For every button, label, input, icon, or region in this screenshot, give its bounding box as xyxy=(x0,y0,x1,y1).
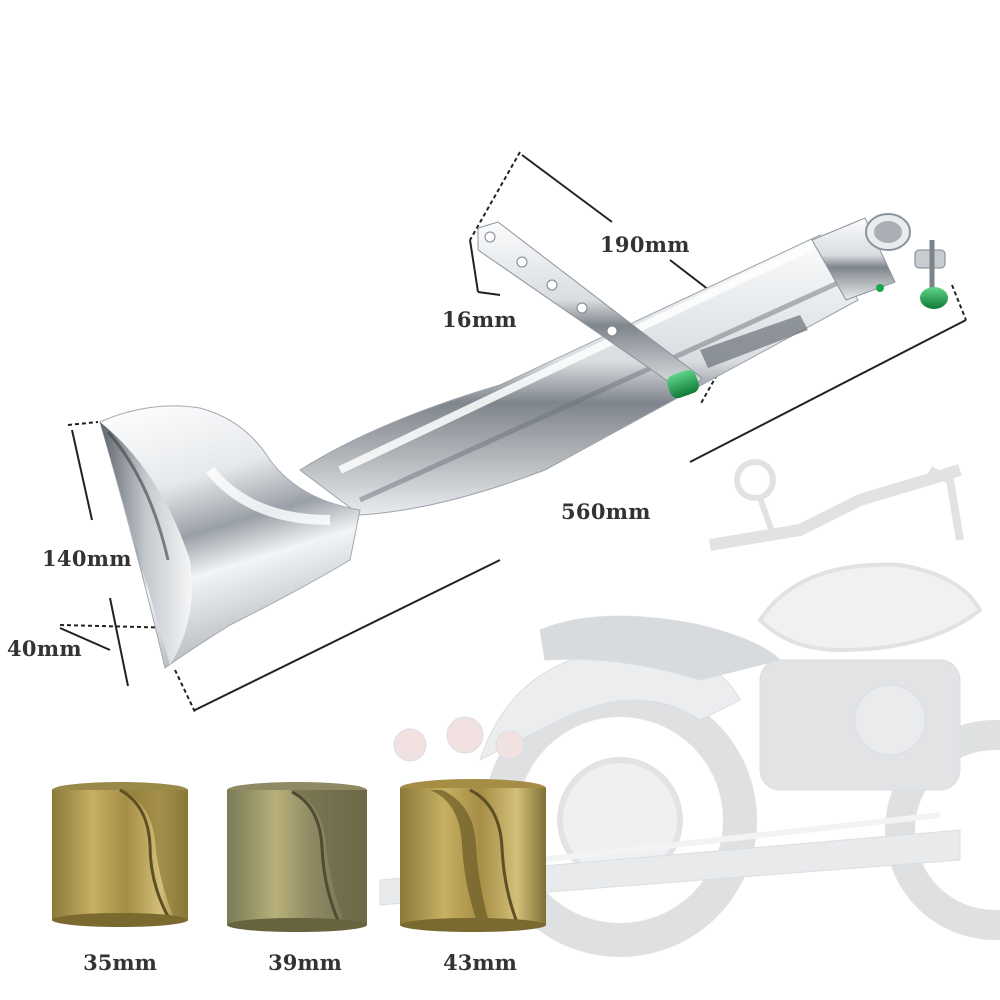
end-cap-green xyxy=(920,287,948,309)
muffler xyxy=(99,213,948,669)
adapter-35mm xyxy=(52,782,188,927)
bracket-length-label: 190mm xyxy=(600,232,690,257)
adapter-43mm xyxy=(400,779,546,932)
mounting-bracket xyxy=(477,221,703,399)
outlet-height-label: 140mm xyxy=(42,546,132,571)
adapter-label-35mm: 35mm xyxy=(83,950,157,975)
outlet-width-label: 40mm xyxy=(7,636,82,661)
adapter-39mm xyxy=(227,782,367,932)
bracket-width-label: 16mm xyxy=(442,307,517,332)
overall-length-label: 560mm xyxy=(561,499,651,524)
adapter-label-39mm: 39mm xyxy=(268,950,342,975)
adapter-label-43mm: 43mm xyxy=(443,950,517,975)
bracket-bolt-green xyxy=(667,369,699,399)
